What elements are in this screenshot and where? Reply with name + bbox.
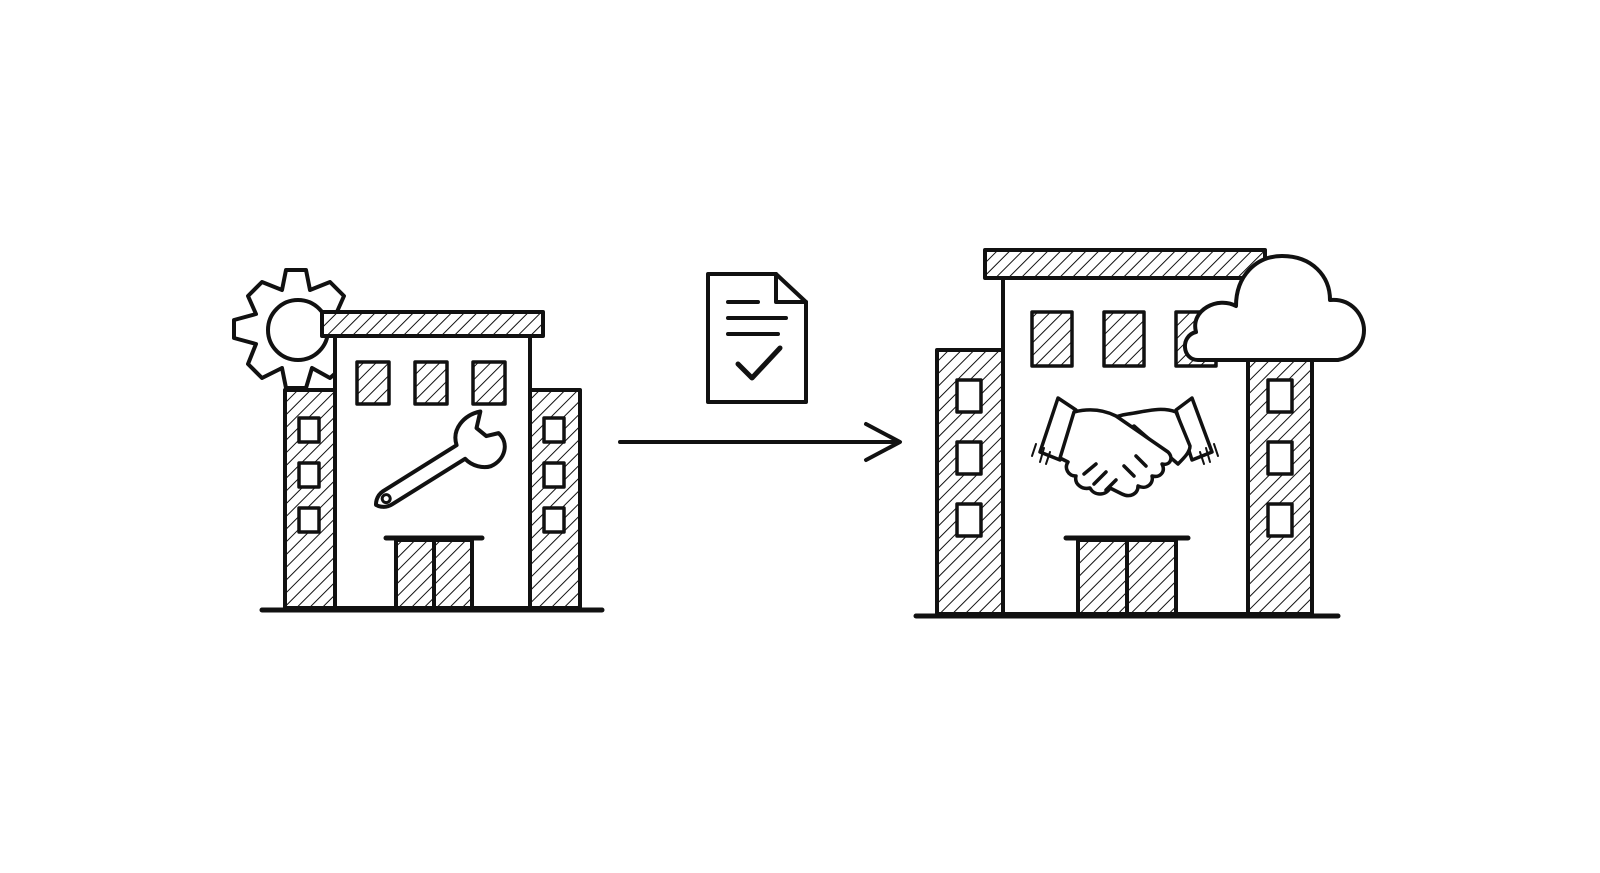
wrench-icon — [374, 409, 507, 509]
cloud-icon — [1183, 254, 1366, 362]
roof — [983, 248, 1267, 280]
roof — [320, 310, 545, 338]
handshake-icon — [1031, 396, 1219, 498]
right-building — [913, 248, 1366, 619]
arrow-right-icon — [618, 422, 902, 462]
connector — [618, 272, 902, 462]
left-building — [232, 268, 605, 613]
document-check-icon — [706, 272, 808, 404]
